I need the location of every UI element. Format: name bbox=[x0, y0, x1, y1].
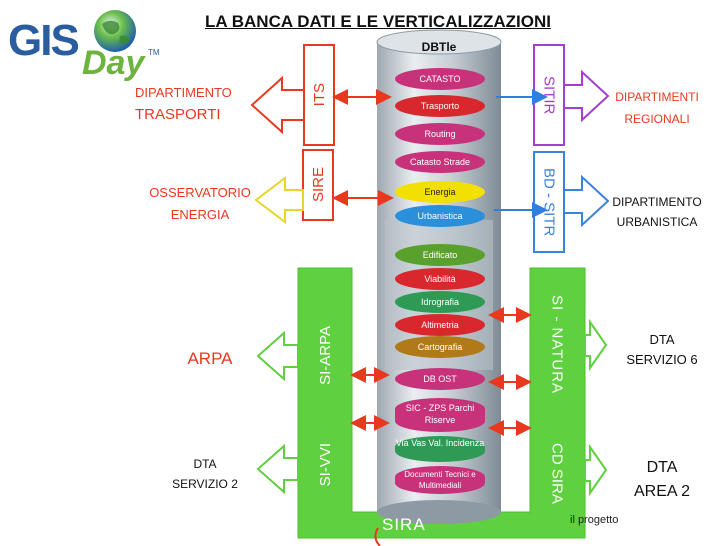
dta-s2-line2: SERVIZIO 2 bbox=[172, 477, 238, 491]
dip-urb-line2: URBANISTICA bbox=[616, 215, 698, 229]
layer-catasto-strade[interactable]: Catasto Strade bbox=[395, 151, 485, 173]
its-label-box: ITS bbox=[304, 45, 334, 145]
logo-gis-text: GIS bbox=[8, 16, 80, 65]
sira-label: SIRA bbox=[382, 515, 426, 534]
layer-viabilita[interactable]: Viabilità bbox=[395, 268, 485, 290]
arrow-to-trasporti bbox=[250, 75, 305, 135]
sitir-label: SITIR bbox=[540, 75, 558, 115]
si-arpa-label-box: SI-ARPA bbox=[300, 300, 350, 410]
arrow-to-regionali bbox=[563, 69, 610, 123]
dip-regionali-line1: DIPARTIMENTI bbox=[615, 90, 699, 104]
its-label: ITS bbox=[310, 83, 328, 107]
cd-sira-label-box: CD SIRA bbox=[532, 428, 582, 518]
dta-s6-label: DTA SERVIZIO 6 bbox=[612, 330, 712, 370]
sira-frame bbox=[297, 267, 586, 539]
arrow-to-urbanistica bbox=[563, 174, 610, 228]
layer-db-ost[interactable]: DB OST bbox=[395, 368, 485, 390]
dip-regionali-label: DIPARTIMENTI REGIONALI bbox=[604, 86, 710, 130]
logo-day-text: Day bbox=[82, 44, 145, 82]
progetto-note: il progetto bbox=[570, 514, 619, 526]
layer-energia[interactable]: Energia bbox=[395, 181, 485, 203]
dip-urb-line1: DIPARTIMENTO bbox=[612, 195, 702, 209]
layer-edificato[interactable]: Edificato bbox=[395, 244, 485, 266]
dta-s2-line1: DTA bbox=[193, 457, 217, 471]
dta-a2-line1: DTA bbox=[646, 459, 678, 476]
oss-energia-line2: ENERGIA bbox=[170, 207, 230, 222]
layer-altimetria[interactable]: Altimetria bbox=[395, 314, 485, 336]
si-natura-label-box: SI - NATURA bbox=[532, 280, 582, 410]
logo-tm-text: TM bbox=[148, 48, 160, 57]
sire-box bbox=[302, 149, 334, 221]
sitir-label-box: SITIR bbox=[534, 45, 564, 145]
layer-idrografia[interactable]: Idrografia bbox=[395, 291, 485, 313]
layer-documenti[interactable]: Documenti Tecnici e Multimediali bbox=[395, 466, 485, 494]
dip-regionali-line2: REGIONALI bbox=[624, 112, 690, 126]
si-vvi-label: SI-VVI bbox=[316, 443, 334, 487]
layer-trasporto[interactable]: Trasporto bbox=[395, 95, 485, 117]
gisday-logo: GIS Day TM bbox=[0, 0, 170, 90]
arrow-to-energia bbox=[254, 175, 304, 225]
arrow-to-dta-a2 bbox=[584, 443, 608, 497]
arrow-to-arpa bbox=[256, 330, 299, 382]
dbtle-label: DBTle bbox=[421, 40, 457, 54]
bd-sitr-label: BD - SITR bbox=[540, 167, 558, 237]
arpa-label: ARPA bbox=[187, 349, 233, 368]
dip-trasporti-line1: DIPARTIMENTO bbox=[135, 85, 232, 100]
layer-sic-zps[interactable]: SIC - ZPS Parchi Riserve bbox=[395, 398, 485, 432]
layer-catasto[interactable]: CATASTO bbox=[395, 68, 485, 90]
dip-trasporti-label: DIPARTIMENTO TRASPORTI bbox=[135, 82, 245, 126]
dta-s6-line2: SERVIZIO 6 bbox=[626, 352, 698, 367]
dta-a2-label: DTA AREA 2 bbox=[614, 456, 710, 504]
si-arpa-label: SI-ARPA bbox=[316, 325, 334, 385]
oss-energia-label: OSSERVATORIO ENERGIA bbox=[140, 182, 260, 226]
arrow-to-dta-s2 bbox=[256, 443, 299, 495]
sire-label: SIRE bbox=[309, 167, 327, 203]
connector-arrows bbox=[332, 89, 548, 546]
layer-via-vas[interactable]: Via Vas Val. Incidenza bbox=[395, 436, 485, 462]
layer-cartografia[interactable]: Cartografia bbox=[395, 336, 485, 358]
dta-s2-label: DTA SERVIZIO 2 bbox=[160, 454, 250, 494]
dta-a2-line2: AREA 2 bbox=[633, 483, 691, 500]
arrow-to-dta-s6 bbox=[584, 318, 608, 372]
dip-trasporti-line2: TRASPORTI bbox=[135, 106, 221, 123]
layer-urbanistica[interactable]: Urbanistica bbox=[395, 205, 485, 227]
si-natura-label: SI - NATURA bbox=[548, 295, 566, 395]
layer-routing[interactable]: Routing bbox=[395, 123, 485, 145]
bd-sitr-label-box: BD - SITR bbox=[534, 152, 564, 252]
its-box bbox=[303, 44, 335, 146]
page-title: LA BANCA DATI E LE VERTICALIZZAZIONI bbox=[205, 12, 551, 31]
globe-icon bbox=[94, 10, 136, 52]
dip-urbanistica-label: DIPARTIMENTO URBANISTICA bbox=[602, 192, 712, 232]
oss-energia-line1: OSSERVATORIO bbox=[149, 185, 251, 200]
sire-label-box: SIRE bbox=[303, 150, 333, 220]
si-vvi-label-box: SI-VVI bbox=[300, 420, 350, 510]
dta-s6-line1: DTA bbox=[649, 332, 675, 347]
cd-sira-label: CD SIRA bbox=[548, 442, 566, 504]
